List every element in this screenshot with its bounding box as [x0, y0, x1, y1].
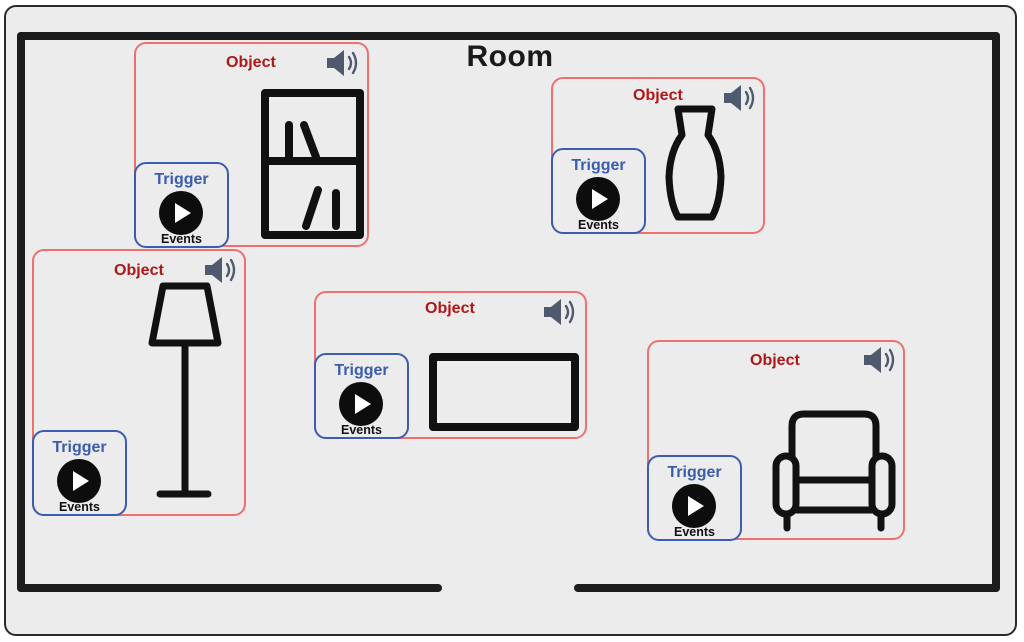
- play-icon[interactable]: [575, 176, 621, 222]
- armchair-icon: [772, 410, 896, 532]
- room-wall-right: [992, 32, 1000, 592]
- bookshelf-icon: [261, 89, 364, 239]
- trigger-events-box[interactable]: Trigger Events: [647, 455, 742, 541]
- play-icon[interactable]: [56, 458, 102, 504]
- rectangle-icon: [429, 353, 579, 431]
- object-label: Object: [425, 300, 475, 317]
- trigger-events-box[interactable]: Trigger Events: [551, 148, 646, 234]
- object-label: Object: [633, 87, 683, 104]
- vase-icon: [665, 105, 725, 221]
- room-wall-bottom-right: [574, 584, 1000, 592]
- object-label: Object: [750, 352, 800, 369]
- canvas-frame: [4, 5, 1017, 636]
- trigger-events-box[interactable]: Trigger Events: [314, 353, 409, 439]
- speaker-icon[interactable]: [542, 297, 576, 327]
- trigger-label: Trigger: [667, 464, 722, 481]
- trigger-label: Trigger: [154, 171, 209, 188]
- speaker-icon[interactable]: [325, 48, 359, 78]
- speaker-icon[interactable]: [722, 83, 756, 113]
- trigger-events-box[interactable]: Trigger Events: [134, 162, 229, 248]
- room-wall-left: [17, 32, 25, 592]
- play-icon[interactable]: [158, 190, 204, 236]
- speaker-icon[interactable]: [862, 345, 896, 375]
- object-bookshelf[interactable]: [134, 42, 369, 247]
- trigger-events-label: Events: [161, 232, 202, 246]
- room-wall-top: [17, 32, 1000, 40]
- room-wall-bottom-left: [17, 584, 442, 592]
- speaker-icon[interactable]: [203, 255, 237, 285]
- play-icon[interactable]: [671, 483, 717, 529]
- object-label: Object: [114, 262, 164, 279]
- object-label: Object: [226, 54, 276, 71]
- trigger-events-label: Events: [674, 525, 715, 539]
- object-floor-lamp[interactable]: [32, 249, 246, 516]
- trigger-events-box[interactable]: Trigger Events: [32, 430, 127, 516]
- trigger-label: Trigger: [52, 439, 107, 456]
- object-armchair[interactable]: [647, 340, 905, 540]
- floor-lamp-icon: [148, 282, 222, 498]
- trigger-label: Trigger: [334, 362, 389, 379]
- play-icon[interactable]: [338, 381, 384, 427]
- trigger-label: Trigger: [571, 157, 626, 174]
- trigger-events-label: Events: [578, 218, 619, 232]
- trigger-events-label: Events: [59, 500, 100, 514]
- room-title: Room: [466, 40, 554, 73]
- trigger-events-label: Events: [341, 423, 382, 437]
